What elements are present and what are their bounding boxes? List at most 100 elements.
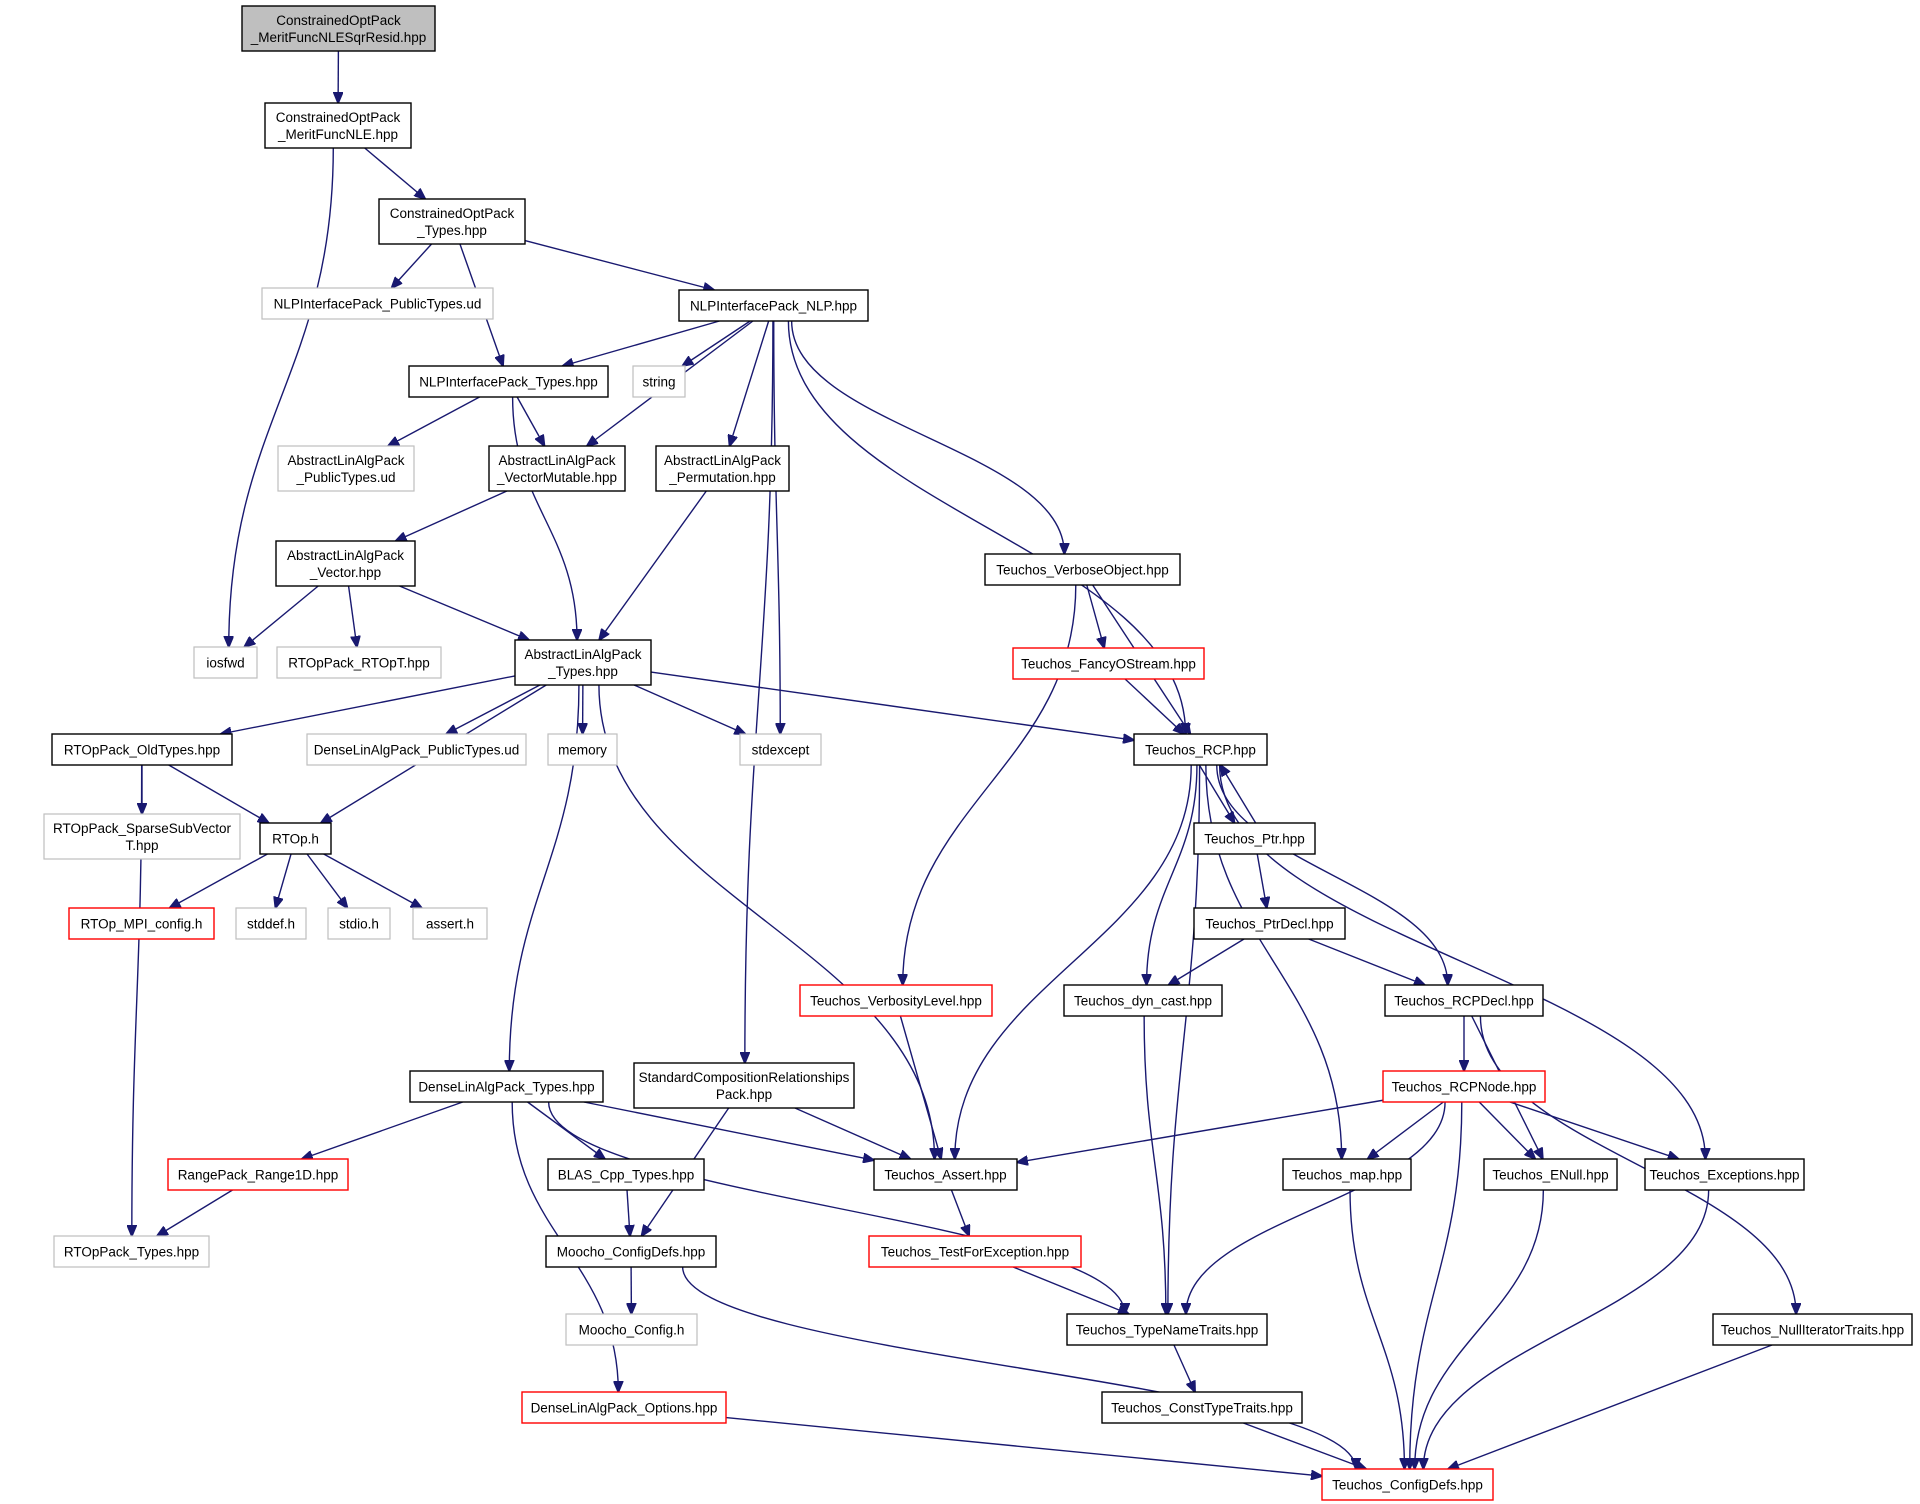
node-label: stdexcept	[752, 743, 810, 758]
node-t_cdefs[interactable]: Teuchos_ConfigDefs.hpp	[1321, 1468, 1494, 1501]
node-t_ptr[interactable]: Teuchos_Ptr.hpp	[1193, 822, 1316, 855]
node-stddef[interactable]: stddef.h	[235, 907, 307, 940]
node-root[interactable]: ConstrainedOptPack_MeritFuncNLESqrResid.…	[241, 5, 436, 52]
node-label: AbstractLinAlgPack	[287, 548, 404, 563]
node-box	[306, 733, 527, 766]
node-label: _Types.hpp	[547, 664, 618, 679]
edge-t_rcpnode-to-t_enull	[1478, 1101, 1535, 1159]
node-memory[interactable]: memory	[547, 733, 618, 766]
node-t_ctt[interactable]: Teuchos_ConstTypeTraits.hpp	[1101, 1391, 1303, 1424]
node-nlp_pub[interactable]: NLPInterfacePack_PublicTypes.ud	[261, 287, 494, 320]
node-t_fancy[interactable]: Teuchos_FancyOStream.hpp	[1012, 647, 1205, 680]
node-t_dyncast[interactable]: Teuchos_dyn_cast.hpp	[1063, 984, 1223, 1017]
node-box	[547, 733, 618, 766]
node-t_nullit[interactable]: Teuchos_NullIteratorTraits.hpp	[1712, 1313, 1913, 1346]
node-label: RTOp_MPI_config.h	[81, 917, 203, 932]
node-nlp_nlp[interactable]: NLPInterfacePack_NLP.hpp	[678, 289, 869, 322]
node-dla_pub[interactable]: DenseLinAlgPack_PublicTypes.ud	[306, 733, 527, 766]
node-box	[167, 1158, 349, 1191]
edge-nlp_nlp-to-t_verbobj	[790, 320, 1065, 554]
edge-nlp_nlp-to-stdexcept	[773, 320, 781, 734]
node-label: _PublicTypes.ud	[295, 470, 395, 485]
node-label: iosfwd	[206, 656, 244, 671]
node-blas[interactable]: BLAS_Cpp_Types.hpp	[547, 1158, 705, 1191]
edge-nlp_nlp-to-string	[682, 320, 751, 366]
node-dla_opt[interactable]: DenseLinAlgPack_Options.hpp	[521, 1391, 727, 1424]
node-rtopt[interactable]: RTOpPack_RTOpT.hpp	[276, 646, 442, 679]
edge-ala_types-to-dla_pub	[446, 684, 541, 734]
node-ala_perm[interactable]: AbstractLinAlgPack_Permutation.hpp	[655, 445, 790, 492]
node-box	[1382, 1070, 1546, 1103]
node-box	[53, 1235, 210, 1268]
node-ala_vm[interactable]: AbstractLinAlgPack_VectorMutable.hpp	[488, 445, 626, 492]
edge-t_rcp-to-t_tnt	[1168, 764, 1201, 1314]
node-merit[interactable]: ConstrainedOptPack_MeritFuncNLE.hpp	[264, 102, 412, 149]
node-label: Teuchos_TypeNameTraits.hpp	[1076, 1323, 1259, 1338]
node-box	[409, 1070, 604, 1103]
node-label: T.hpp	[125, 838, 158, 853]
edge-t_map-to-t_cdefs	[1349, 1189, 1404, 1469]
node-string[interactable]: string	[632, 365, 686, 398]
node-rtop_mpi[interactable]: RTOp_MPI_config.h	[68, 907, 215, 940]
edge-dla_types-to-range1d	[302, 1101, 463, 1159]
node-t_assert[interactable]: Teuchos_Assert.hpp	[873, 1158, 1018, 1191]
node-t_enull[interactable]: Teuchos_ENull.hpp	[1483, 1158, 1618, 1191]
node-box	[235, 907, 307, 940]
node-assert[interactable]: assert.h	[412, 907, 488, 940]
node-t_rcpnode[interactable]: Teuchos_RCPNode.hpp	[1382, 1070, 1546, 1103]
edge-ala_types-to-rtop_old	[221, 675, 516, 734]
node-box	[1282, 1158, 1412, 1191]
node-t_map[interactable]: Teuchos_map.hpp	[1282, 1158, 1412, 1191]
node-iosfwd[interactable]: iosfwd	[193, 646, 258, 679]
edge-t_nullit-to-t_cdefs	[1448, 1344, 1773, 1469]
node-rtop_types[interactable]: RTOpPack_Types.hpp	[53, 1235, 210, 1268]
node-ala_vec[interactable]: AbstractLinAlgPack_Vector.hpp	[275, 540, 416, 587]
node-stdio[interactable]: stdio.h	[327, 907, 391, 940]
node-label: Teuchos_ConstTypeTraits.hpp	[1111, 1401, 1293, 1416]
node-stdexcept[interactable]: stdexcept	[739, 733, 822, 766]
node-cop_types[interactable]: ConstrainedOptPack_Types.hpp	[378, 198, 526, 245]
node-ala_types[interactable]: AbstractLinAlgPack _Types.hpp	[514, 639, 652, 686]
edge-t_ptrdecl-to-t_dyncast	[1168, 938, 1245, 985]
node-rtop_h[interactable]: RTOp.h	[259, 822, 332, 855]
node-label: AbstractLinAlgPack	[524, 647, 641, 662]
node-t_rcpdecl[interactable]: Teuchos_RCPDecl.hpp	[1384, 984, 1544, 1017]
node-label: Teuchos_NullIteratorTraits.hpp	[1721, 1323, 1904, 1338]
edge-ala_types-to-stdexcept	[633, 684, 745, 734]
node-t_tfe[interactable]: Teuchos_TestForException.hpp	[868, 1235, 1082, 1268]
node-dla_types[interactable]: DenseLinAlgPack_Types.hpp	[409, 1070, 604, 1103]
node-range1d[interactable]: RangePack_Range1D.hpp	[167, 1158, 349, 1191]
node-t_tnt[interactable]: Teuchos_TypeNameTraits.hpp	[1066, 1313, 1268, 1346]
edge-dla_types-to-t_tnt	[547, 1101, 1125, 1314]
edge-t_verbobj-to-t_verblev	[903, 584, 1077, 985]
edge-t_ptrdecl-to-t_rcpdecl	[1308, 938, 1425, 985]
node-label: _MeritFuncNLE.hpp	[277, 127, 398, 142]
node-t_ptrdecl[interactable]: Teuchos_PtrDecl.hpp	[1193, 907, 1346, 940]
node-label: RTOp.h	[272, 832, 319, 847]
node-box	[277, 445, 415, 492]
node-label: Teuchos_dyn_cast.hpp	[1074, 994, 1212, 1009]
edge-dla_types-to-t_assert	[583, 1101, 874, 1160]
node-box	[412, 907, 488, 940]
node-moocho_cd[interactable]: Moocho_ConfigDefs.hpp	[545, 1235, 717, 1268]
node-box	[408, 365, 609, 398]
node-t_rcp[interactable]: Teuchos_RCP.hpp	[1133, 733, 1268, 766]
node-box	[1384, 984, 1544, 1017]
node-t_exc[interactable]: Teuchos_Exceptions.hpp	[1644, 1158, 1805, 1191]
node-nlp_types[interactable]: NLPInterfacePack_Types.hpp	[408, 365, 609, 398]
edge-ala_types-to-t_assert	[598, 684, 935, 1159]
node-rtop_old[interactable]: RTOpPack_OldTypes.hpp	[51, 733, 233, 766]
edge-t_ptr-to-t_rcp	[1220, 765, 1257, 824]
node-moocho_cfg[interactable]: Moocho_Config.h	[565, 1313, 698, 1346]
node-label: string	[642, 375, 675, 390]
node-ala_pub[interactable]: AbstractLinAlgPack_PublicTypes.ud	[277, 445, 415, 492]
node-label: Pack.hpp	[716, 1087, 772, 1102]
node-t_verblev[interactable]: Teuchos_VerbosityLevel.hpp	[799, 984, 993, 1017]
node-box	[193, 646, 258, 679]
node-label: Teuchos_TestForException.hpp	[881, 1245, 1069, 1260]
node-box	[1133, 733, 1268, 766]
node-t_verbobj[interactable]: Teuchos_VerboseObject.hpp	[984, 553, 1181, 586]
node-layer: ConstrainedOptPack_MeritFuncNLESqrResid.…	[43, 5, 1913, 1501]
